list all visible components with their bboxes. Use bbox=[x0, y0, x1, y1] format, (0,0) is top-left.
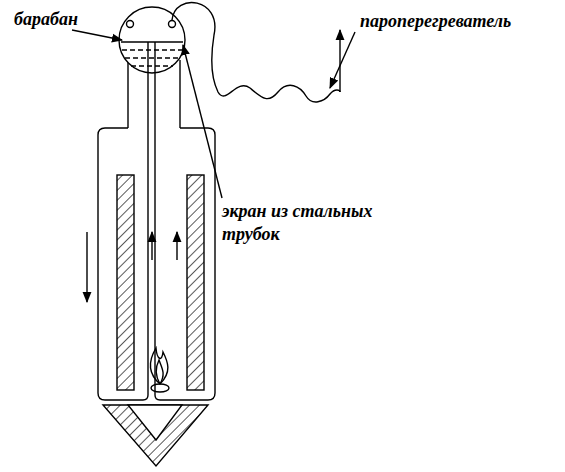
flame bbox=[151, 348, 168, 384]
steam-out-arrow bbox=[339, 30, 340, 92]
leader-line bbox=[330, 32, 355, 88]
superheater bbox=[172, 2, 340, 101]
flow-arrow bbox=[176, 232, 177, 260]
flow-arrow bbox=[86, 232, 87, 302]
part-label: экран из стальных трубок bbox=[222, 200, 412, 247]
screen-tube bbox=[155, 62, 215, 400]
flame bbox=[156, 360, 163, 384]
downcomer bbox=[127, 60, 128, 128]
furnace-wall bbox=[187, 175, 204, 390]
ash-funnel-cavity bbox=[128, 405, 182, 440]
downcomer bbox=[179, 60, 180, 128]
flow-arrow bbox=[151, 232, 152, 260]
water bbox=[122, 50, 182, 66]
steam-outlet bbox=[169, 21, 176, 28]
part-label: пароперегреватель bbox=[360, 10, 560, 33]
leader-line bbox=[183, 45, 222, 198]
burner bbox=[151, 384, 169, 392]
screen-tube bbox=[98, 62, 148, 400]
furnace-wall bbox=[117, 175, 134, 390]
drum bbox=[119, 7, 185, 73]
ash-funnel bbox=[103, 405, 208, 466]
steam-outlet bbox=[127, 21, 134, 28]
water-level bbox=[121, 41, 183, 42]
leader-line bbox=[72, 30, 122, 40]
part-label: барабан bbox=[14, 8, 134, 31]
